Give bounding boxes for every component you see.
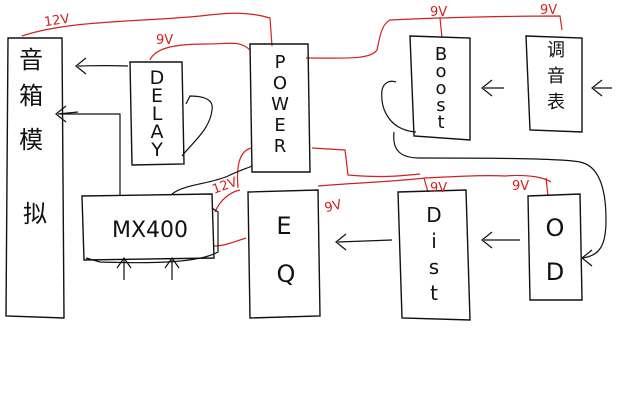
od-char-1: O xyxy=(546,214,565,242)
eq-label-top: E xyxy=(276,212,291,240)
delay-char-5: Y xyxy=(150,139,163,161)
dist-char-3: s xyxy=(429,255,439,279)
dist-char-1: D xyxy=(426,203,441,227)
delay-char-1: D xyxy=(150,67,165,89)
voltage-9v-tuner: 9V xyxy=(540,3,557,18)
power-wires xyxy=(21,12,563,247)
voltage-9v-delay: 9V xyxy=(156,33,173,48)
amp-char-3: 模 xyxy=(19,126,43,154)
tuner-char-1: 调 xyxy=(547,40,565,61)
voltage-9v-od: 9V xyxy=(512,179,529,194)
amp-char-1: 音 xyxy=(19,46,43,74)
amp-char-2: 箱 xyxy=(19,82,43,110)
boost-char-2: o xyxy=(435,61,446,82)
power-char-5: R xyxy=(274,136,287,157)
tuner-char-3: 表 xyxy=(547,92,565,113)
voltage-9v-boost: 9V xyxy=(430,5,447,20)
amp-label: 音 箱 模 拟 xyxy=(19,46,51,228)
boost-char-5: t xyxy=(437,112,444,133)
tuner-char-2: 音 xyxy=(547,66,565,87)
power-char-1: P xyxy=(275,52,286,73)
boost-char-1: B xyxy=(435,44,447,65)
voltage-9v-dist: 9V xyxy=(430,181,447,196)
power-char-3: W xyxy=(271,94,289,115)
boost-char-4: s xyxy=(436,95,445,116)
voltage-9v-eq: 9V xyxy=(323,197,343,216)
voltage-12v-top: 12V xyxy=(43,12,70,30)
amp-char-4: 拟 xyxy=(23,200,47,228)
eq-label-bottom: Q xyxy=(277,260,296,288)
signal-wires xyxy=(55,57,612,280)
block-amp: 音 箱 模 拟 xyxy=(5,37,65,319)
dist-char-2: i xyxy=(431,229,437,253)
delay-char-4: A xyxy=(151,121,164,143)
mx400-label: MX400 xyxy=(112,218,188,243)
dist-char-4: t xyxy=(430,281,438,305)
power-char-2: O xyxy=(273,73,287,94)
tuner-label: 调音表 xyxy=(547,40,565,113)
power-char-4: E xyxy=(274,115,285,136)
boost-char-3: o xyxy=(435,78,446,99)
block-tuner: 调音表 xyxy=(525,35,583,133)
delay-char-2: E xyxy=(151,85,163,107)
block-eq: E Q xyxy=(247,189,321,319)
delay-char-3: L xyxy=(152,103,163,125)
od-char-2: D xyxy=(546,258,564,286)
voltage-12v-mx: 12V xyxy=(210,175,239,198)
block-mx400: MX400 xyxy=(81,193,215,261)
